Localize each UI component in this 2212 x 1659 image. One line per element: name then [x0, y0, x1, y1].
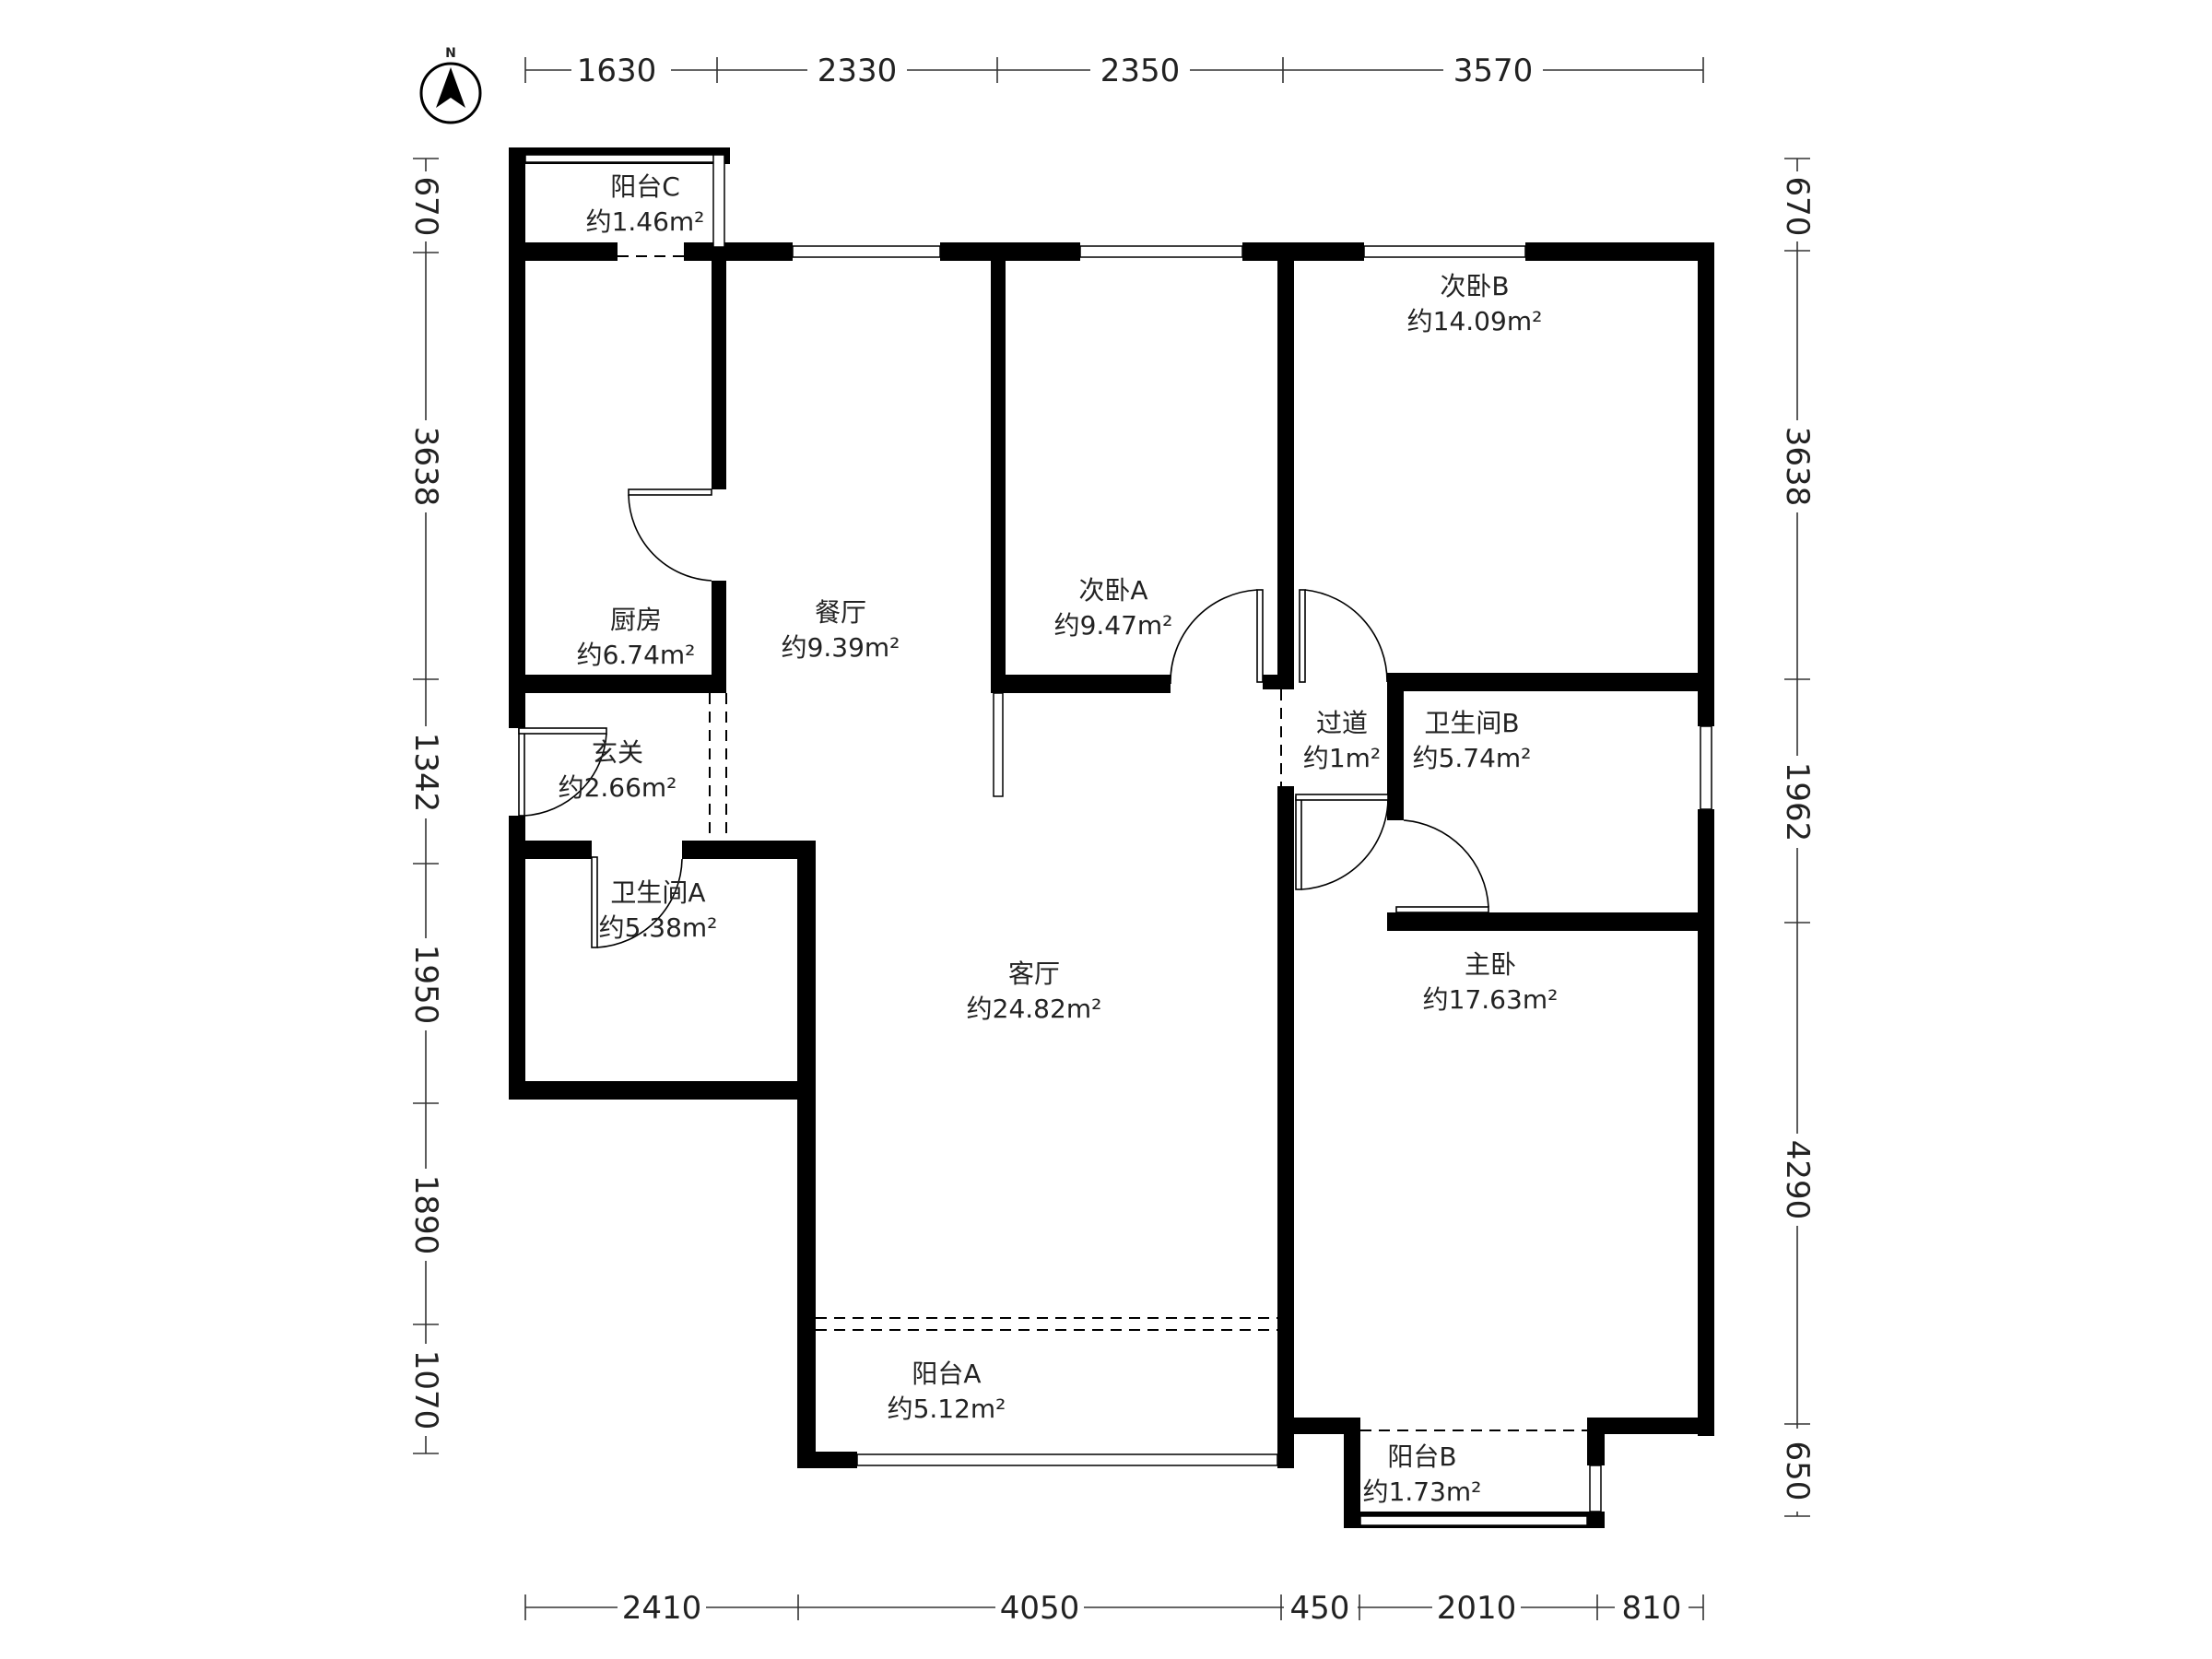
room-bedroom-a: 次卧A 约9.47m²: [1054, 575, 1173, 641]
room-name: 阳台A: [912, 1359, 981, 1389]
window-balcony-b-bottom: [1359, 1515, 1588, 1526]
room-name: 玄关: [592, 737, 643, 768]
fixed-panel-dining: [993, 692, 1004, 797]
room-dining: 餐厅 约9.39m²: [782, 597, 900, 663]
dim-left-1: 670: [407, 177, 444, 237]
room-entrance: 玄关 约2.66m²: [559, 737, 677, 803]
dim-top-3: 2350: [1100, 53, 1181, 89]
dim-bottom-5: 810: [1622, 1590, 1682, 1627]
room-balcony-b: 阳台B 约1.73m²: [1363, 1441, 1482, 1507]
room-bedroom-b: 次卧B 约14.09m²: [1407, 271, 1543, 336]
room-area: 约9.39m²: [782, 632, 900, 663]
dim-bottom-3: 450: [1290, 1590, 1350, 1627]
window-balcony-b-right: [1589, 1465, 1602, 1512]
room-area: 约1m²: [1303, 743, 1381, 773]
dim-right-3: 1962: [1779, 762, 1816, 842]
doors: [518, 488, 1489, 948]
window-bedroom-a: [1079, 245, 1243, 258]
dim-left-3: 1342: [407, 733, 444, 813]
windows: [524, 154, 1712, 1526]
room-area: 约5.38m²: [599, 912, 718, 943]
room-bathroom-a: 卫生间A 约5.38m²: [599, 877, 718, 943]
room-area: 约6.74m²: [577, 640, 696, 670]
room-name: 卫生间A: [610, 877, 705, 908]
door-kitchen[interactable]: [628, 488, 712, 582]
door-entrance[interactable]: [518, 727, 607, 817]
dim-top-1: 1630: [577, 53, 657, 89]
door-master-bedroom[interactable]: [1295, 794, 1389, 890]
room-balcony-c: 阳台C 约1.46m²: [586, 171, 705, 237]
room-area: 约1.73m²: [1363, 1477, 1482, 1507]
compass: N: [419, 46, 482, 124]
compass-label: N: [445, 46, 456, 61]
room-name: 次卧B: [1440, 271, 1509, 301]
window-balcony-c-top: [524, 154, 722, 163]
dim-bottom-2: 4050: [1000, 1590, 1080, 1627]
room-area: 约5.12m²: [888, 1394, 1006, 1424]
dim-right-2: 3638: [1779, 427, 1816, 507]
door-bathroom-a[interactable]: [591, 856, 683, 948]
dim-top-2: 2330: [818, 53, 898, 89]
window-bedroom-b: [1363, 245, 1526, 258]
room-name: 卫生间B: [1424, 708, 1519, 738]
room-area: 约9.47m²: [1054, 610, 1173, 641]
dim-right-5: 650: [1779, 1441, 1816, 1501]
dim-bottom-4: 2010: [1437, 1590, 1517, 1627]
door-bedroom-b[interactable]: [1299, 589, 1388, 683]
dim-left-2: 3638: [407, 427, 444, 507]
room-master-bedroom: 主卧 约17.63m²: [1423, 949, 1559, 1015]
dim-right-4: 4290: [1779, 1140, 1816, 1220]
room-corridor: 过道 约1m²: [1303, 708, 1381, 773]
window-living-bottom: [856, 1453, 1278, 1466]
openings: [618, 255, 1587, 1431]
room-area: 约1.46m²: [586, 206, 705, 237]
dimension-left: 670 3638 1342 1950 1890 1070: [406, 158, 446, 1454]
room-name: 厨房: [610, 605, 662, 635]
room-area: 约14.09m²: [1407, 306, 1543, 336]
room-area: 约24.82m²: [967, 994, 1102, 1024]
room-area: 约5.74m²: [1413, 743, 1532, 773]
window-dining: [792, 245, 941, 258]
door-bedroom-a[interactable]: [1170, 589, 1264, 685]
room-bathroom-b: 卫生间B 约5.74m²: [1413, 708, 1532, 773]
dimension-top: 1630 2330 2350 3570: [524, 52, 1704, 89]
room-living: 客厅 约24.82m²: [967, 959, 1102, 1024]
room-balcony-a: 阳台A 约5.12m²: [888, 1359, 1006, 1424]
north-arrow-icon: [436, 67, 465, 108]
dimension-right: 670 3638 1962 4290 650: [1777, 158, 1818, 1517]
dim-left-4: 1950: [407, 945, 444, 1025]
dim-left-5: 1890: [407, 1175, 444, 1255]
room-name: 阳台C: [610, 171, 680, 202]
room-name: 餐厅: [815, 597, 866, 628]
window-balcony-c-right: [712, 154, 725, 248]
dimension-bottom: 2410 4050 450 2010 810: [524, 1589, 1704, 1627]
window-bathroom-b: [1700, 725, 1712, 810]
dim-bottom-1: 2410: [622, 1590, 702, 1627]
room-area: 约17.63m²: [1423, 984, 1559, 1015]
room-name: 过道: [1316, 708, 1368, 738]
room-name: 客厅: [1008, 959, 1060, 989]
door-bathroom-b[interactable]: [1395, 819, 1489, 913]
room-labels: 阳台C 约1.46m² 厨房 约6.74m² 餐厅 约9.39m² 次卧A 约9…: [559, 171, 1559, 1507]
dim-left-6: 1070: [407, 1350, 444, 1430]
room-name: 阳台B: [1387, 1441, 1456, 1472]
room-name: 主卧: [1465, 949, 1516, 980]
room-area: 约2.66m²: [559, 772, 677, 803]
room-kitchen: 厨房 约6.74m²: [577, 605, 696, 670]
dim-top-4: 3570: [1453, 53, 1534, 89]
walls: [509, 147, 1714, 1528]
room-name: 次卧A: [1078, 575, 1147, 606]
dim-right-1: 670: [1779, 177, 1816, 237]
